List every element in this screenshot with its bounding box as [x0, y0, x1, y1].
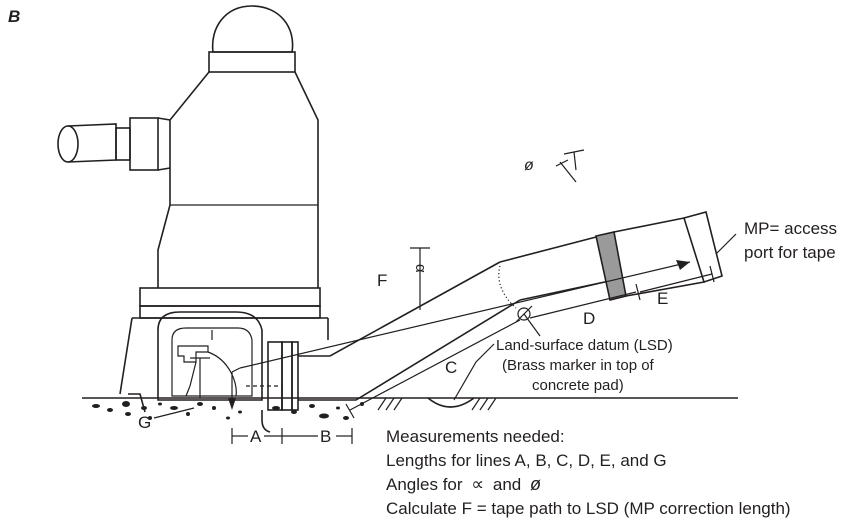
lsd-note-line1: Land-surface datum (LSD) [496, 337, 673, 354]
measurements-note: Measurements needed: Lengths for lines A… [386, 427, 791, 518]
label-D: D [583, 309, 595, 328]
label-E: E [657, 289, 668, 308]
label-F: F [377, 271, 387, 290]
label-C: C [445, 358, 457, 377]
ground-surface [82, 397, 738, 420]
tape-path-F [228, 260, 691, 410]
drive-shaft [57, 117, 171, 171]
dimension-G [153, 357, 210, 419]
measurements-line3: Calculate F = tape path to LSD (MP corre… [386, 499, 791, 518]
dimension-E [639, 265, 715, 293]
svg-text:ø: ø [524, 157, 534, 174]
alpha-angle-marker: α [410, 247, 430, 310]
panel-label: B [8, 7, 20, 26]
mp-note: MP= access port for tape [744, 219, 837, 262]
mp-leader [715, 233, 737, 255]
pump-housing [119, 311, 329, 433]
mp-note-line1: MP= access [744, 219, 837, 238]
label-A: A [250, 427, 262, 446]
dimension-A-B [231, 428, 353, 444]
label-G: G [138, 413, 151, 432]
pump-motor [157, 5, 319, 288]
dimension-C [345, 319, 521, 419]
label-B: B [320, 427, 331, 446]
dashed-reference [246, 385, 283, 410]
lsd-leader [453, 343, 495, 401]
measurements-line1: Lengths for lines A, B, C, D, E, and G [386, 451, 667, 470]
dimension-D [529, 283, 641, 319]
lsd-note-line3: concrete pad) [532, 377, 624, 394]
gravel [92, 401, 364, 420]
coupling-band [595, 231, 627, 301]
lsd-note-line2: (Brass marker in top of [502, 357, 655, 374]
bend-marker-lower [515, 305, 541, 337]
measurements-line2: Angles for ∝ and ø [386, 474, 541, 494]
measurements-heading: Measurements needed: [386, 427, 565, 446]
mp-note-line2: port for tape [744, 243, 836, 262]
lsd-note: Land-surface datum (LSD) (Brass marker i… [496, 337, 673, 394]
phi-angle-marker: ø [524, 149, 585, 183]
svg-text:α: α [412, 264, 429, 273]
discharge-pipe [298, 211, 723, 401]
